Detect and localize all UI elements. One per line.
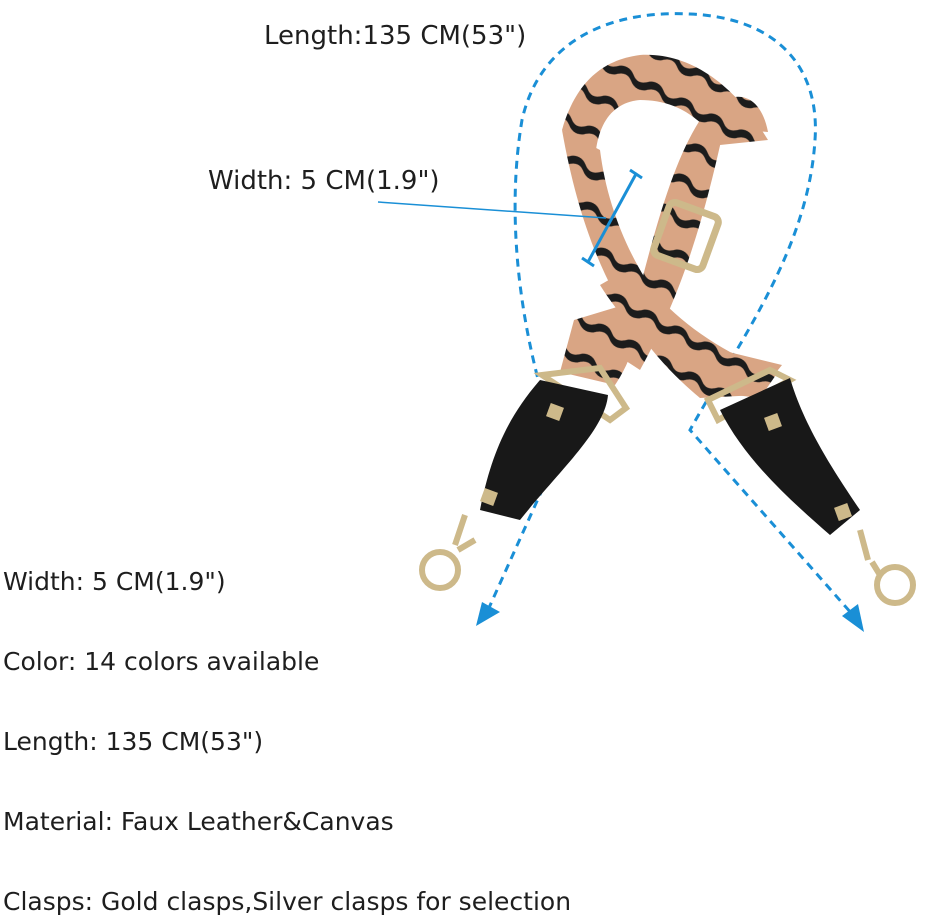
spec-width: Width: 5 CM(1.9") [3,567,226,596]
width-leader-line [377,201,607,219]
strap-band-left-lower [560,300,640,385]
spec-length: Length: 135 CM(53") [3,727,264,756]
spec-material: Material: Faux Leather&Canvas [3,807,394,836]
arrow-head-right-icon [842,604,864,632]
strap-band-front [600,265,778,398]
arrow-head-left-icon [476,602,500,626]
rivet-left-top [546,403,564,421]
length-annotation: Length:135 CM(53") [264,21,527,51]
strap-band-left [578,96,768,371]
rivet-left-bottom [480,488,498,506]
strap-band-top [562,54,768,150]
leather-tab-left [480,380,608,520]
rivet-right-top [764,413,782,431]
width-marker [581,168,643,268]
leather-tab-right [720,378,860,535]
width-annotation: Width: 5 CM(1.9") [208,166,440,196]
clasp-right-icon [857,529,916,606]
spec-clasps: Clasps: Gold clasps,Silver clasps for se… [3,887,572,916]
rivet-right-bottom [834,503,852,521]
spec-color: Color: 14 colors available [3,647,320,676]
length-dimension-loop [486,12,854,615]
buckle-slider [650,198,722,274]
clasp-left-icon [419,514,477,591]
